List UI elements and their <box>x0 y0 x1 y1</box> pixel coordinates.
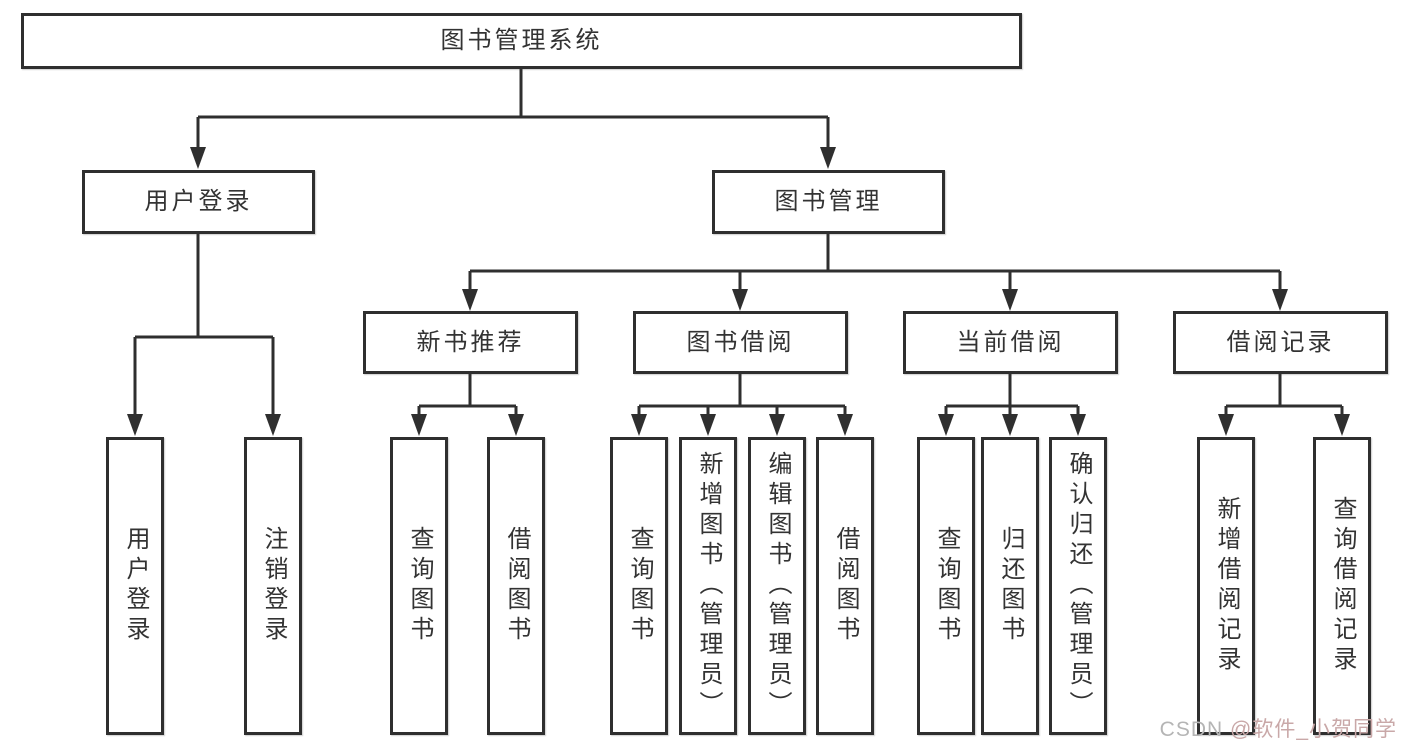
node-leaf-query-books-borrow: 查询图书 <box>610 437 668 735</box>
connector-book-management-to-level3 <box>462 234 1288 311</box>
connector-root-to-level2 <box>190 69 836 169</box>
node-current-borrow-module-label: 当前借阅 <box>956 328 1065 356</box>
watermark-prefix: CSDN <box>1159 718 1230 741</box>
node-leaf-confirm-return-admin-label: 确认归还（管理员） <box>1065 451 1092 721</box>
node-leaf-query-books-current-label: 查询图书 <box>933 526 960 646</box>
node-user-login-module-label: 用户登录 <box>144 188 253 215</box>
node-leaf-query-borrow-record-label: 查询借阅记录 <box>1329 496 1356 676</box>
node-leaf-logout: 注销登录 <box>244 437 302 735</box>
watermark: CSDN @软件_小贺同学 <box>1160 713 1397 743</box>
node-book-borrow-module-label: 图书借阅 <box>686 328 795 356</box>
node-user-login-module: 用户登录 <box>82 170 315 234</box>
connector-user-login-to-children <box>127 234 281 436</box>
node-leaf-query-books-newbooks-label: 查询图书 <box>406 526 433 646</box>
node-leaf-user-login: 用户登录 <box>106 437 164 735</box>
node-leaf-logout-label: 注销登录 <box>260 526 287 646</box>
node-leaf-borrow-books-borrow: 借阅图书 <box>816 437 874 735</box>
connector-current-borrow-to-children <box>938 374 1086 436</box>
node-new-books-module-label: 新书推荐 <box>416 328 525 356</box>
node-leaf-confirm-return-admin: 确认归还（管理员） <box>1049 437 1107 735</box>
node-leaf-add-books-admin: 新增图书（管理员） <box>679 437 737 735</box>
node-leaf-query-borrow-record: 查询借阅记录 <box>1313 437 1371 735</box>
connector-book-borrow-to-children <box>631 374 853 436</box>
node-leaf-add-books-admin-label: 新增图书（管理员） <box>695 451 722 721</box>
node-leaf-borrow-books-newbooks-label: 借阅图书 <box>503 526 530 646</box>
node-current-borrow-module: 当前借阅 <box>903 311 1118 374</box>
connector-borrow-records-to-children <box>1218 374 1350 436</box>
node-leaf-user-login-label: 用户登录 <box>122 526 149 646</box>
node-leaf-query-books-newbooks: 查询图书 <box>390 437 448 735</box>
node-leaf-edit-books-admin-label: 编辑图书（管理员） <box>764 451 791 721</box>
node-borrow-records-module: 借阅记录 <box>1173 311 1388 374</box>
node-new-books-module: 新书推荐 <box>363 311 578 374</box>
watermark-handle: @软件_小贺同学 <box>1230 718 1397 741</box>
node-leaf-query-books-current: 查询图书 <box>917 437 975 735</box>
node-book-management-module-label: 图书管理 <box>774 188 883 215</box>
node-root: 图书管理系统 <box>21 13 1022 69</box>
node-leaf-edit-books-admin: 编辑图书（管理员） <box>748 437 806 735</box>
node-root-label: 图书管理系统 <box>440 27 603 54</box>
node-leaf-query-books-borrow-label: 查询图书 <box>626 526 653 646</box>
node-leaf-borrow-books-borrow-label: 借阅图书 <box>832 526 859 646</box>
node-leaf-return-books: 归还图书 <box>981 437 1039 735</box>
node-book-borrow-module: 图书借阅 <box>633 311 848 374</box>
node-borrow-records-module-label: 借阅记录 <box>1226 328 1335 356</box>
node-leaf-return-books-label: 归还图书 <box>997 526 1024 646</box>
node-book-management-module: 图书管理 <box>712 170 945 234</box>
connector-new-books-to-children <box>411 374 524 436</box>
node-leaf-add-borrow-record: 新增借阅记录 <box>1197 437 1255 735</box>
node-leaf-add-borrow-record-label: 新增借阅记录 <box>1213 496 1240 676</box>
node-leaf-borrow-books-newbooks: 借阅图书 <box>487 437 545 735</box>
